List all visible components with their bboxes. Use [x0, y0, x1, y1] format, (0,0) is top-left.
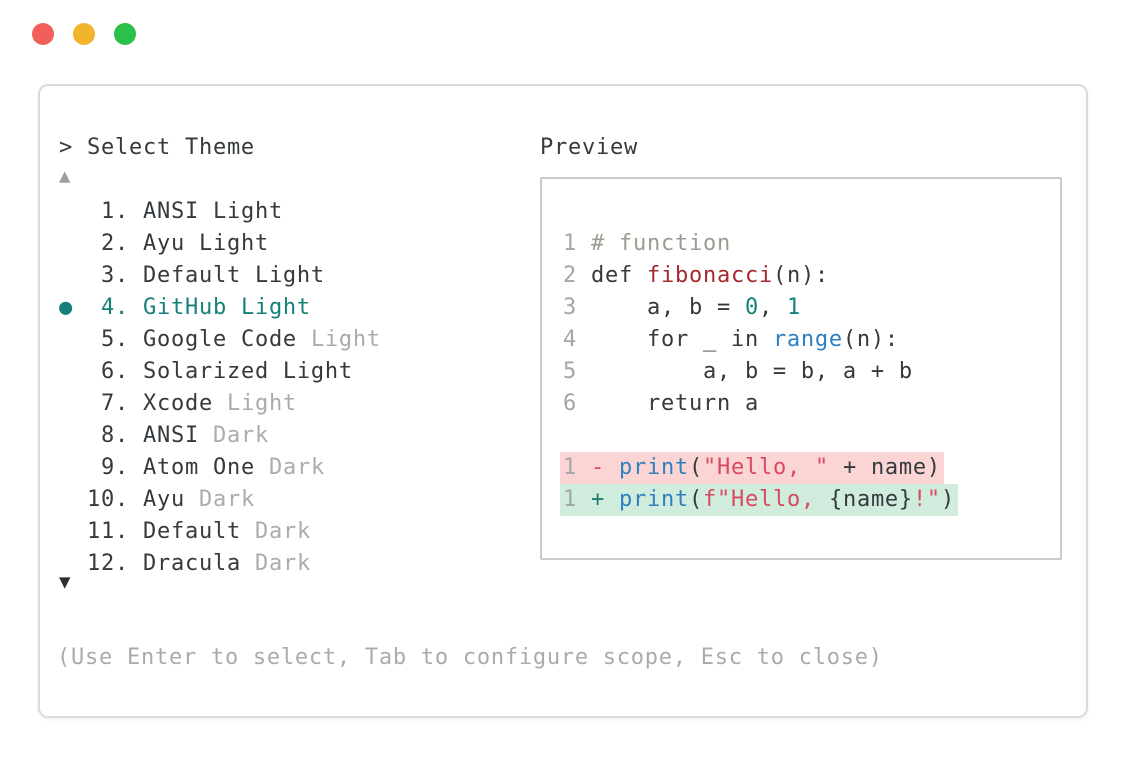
- theme-list-item[interactable]: 10. Ayu Dark: [59, 484, 381, 516]
- theme-name: Atom One: [142, 455, 269, 480]
- theme-list-item[interactable]: 12. Dracula Dark: [59, 548, 381, 580]
- theme-list-item[interactable]: 9. Atom One Dark: [59, 452, 381, 484]
- code-line: [563, 420, 591, 452]
- line-number: 1: [563, 455, 591, 480]
- theme-number: 1.: [87, 199, 143, 224]
- theme-name: Default Light: [142, 263, 325, 288]
- line-number: 3: [563, 295, 591, 320]
- help-hint: (Use Enter to select, Tab to configure s…: [57, 645, 883, 670]
- theme-list-item[interactable]: 8. ANSI Dark: [59, 420, 381, 452]
- code-line: 2 def fibonacci(n):: [563, 263, 829, 288]
- theme-variant: Dark: [212, 423, 269, 448]
- theme-list-item[interactable]: 7. Xcode Light: [59, 388, 381, 420]
- theme-variant: Dark: [198, 487, 255, 512]
- theme-variant: Dark: [268, 455, 325, 480]
- diff-line-add: 1 + print(f"Hello, {name}!"): [560, 484, 958, 516]
- code-line: 3 a, b = 0, 1: [563, 295, 801, 320]
- theme-number: 8.: [87, 423, 143, 448]
- line-number: 4: [563, 327, 591, 352]
- theme-list: 1. ANSI Light 2. Ayu Light 3. Default Li…: [59, 196, 381, 580]
- theme-list-item[interactable]: 11. Default Dark: [59, 516, 381, 548]
- theme-number: 3.: [87, 263, 143, 288]
- line-number: [563, 423, 591, 448]
- selected-indicator: ●: [59, 295, 87, 320]
- line-number: 6: [563, 391, 591, 416]
- theme-name: Dracula: [142, 551, 255, 576]
- line-number: 1: [563, 487, 591, 512]
- theme-name: Ayu: [142, 487, 199, 512]
- close-button[interactable]: [32, 23, 54, 45]
- theme-list-item[interactable]: 1. ANSI Light: [59, 196, 381, 228]
- theme-name: ANSI Light: [142, 199, 283, 224]
- theme-number: 6.: [87, 359, 143, 384]
- theme-variant: Light: [310, 327, 381, 352]
- theme-number: 11.: [87, 519, 143, 544]
- diff-line-del: 1 - print("Hello, " + name): [560, 452, 944, 484]
- preview-pane: 1 # function 2 def fibonacci(n): 3 a, b = …: [540, 177, 1062, 560]
- preview-title: Preview: [540, 135, 638, 160]
- page-title: > Select Theme: [59, 135, 255, 160]
- theme-list-item[interactable]: ● 4. GitHub Light: [59, 292, 381, 324]
- theme-variant: Dark: [254, 551, 311, 576]
- theme-number: 12.: [87, 551, 143, 576]
- theme-list-item[interactable]: 3. Default Light: [59, 260, 381, 292]
- theme-list-item[interactable]: 2. Ayu Light: [59, 228, 381, 260]
- theme-number: 10.: [87, 487, 143, 512]
- theme-number: 4.: [87, 295, 143, 320]
- line-number: 5: [563, 359, 591, 384]
- scroll-down-icon[interactable]: ▼: [59, 571, 71, 593]
- theme-variant: Light: [226, 391, 297, 416]
- theme-name: Ayu Light: [142, 231, 269, 256]
- line-number: 2: [563, 263, 591, 288]
- theme-number: 2.: [87, 231, 143, 256]
- theme-number: 9.: [87, 455, 143, 480]
- scroll-up-icon[interactable]: ▲: [59, 165, 71, 187]
- code-line: 6 return a: [563, 391, 759, 416]
- theme-name: Default: [142, 519, 255, 544]
- theme-list-item[interactable]: 6. Solarized Light: [59, 356, 381, 388]
- theme-name: GitHub Light: [142, 295, 311, 320]
- theme-name: Solarized Light: [142, 359, 353, 384]
- theme-picker-window: > Select Theme Preview ▲ 1. ANSI Light 2…: [38, 84, 1088, 718]
- theme-variant: Dark: [254, 519, 311, 544]
- theme-name: ANSI: [142, 423, 213, 448]
- theme-list-item[interactable]: 5. Google Code Light: [59, 324, 381, 356]
- code-line: 4 for _ in range(n):: [563, 327, 899, 352]
- theme-name: Google Code: [142, 327, 311, 352]
- minimize-button[interactable]: [73, 23, 95, 45]
- theme-number: 7.: [87, 391, 143, 416]
- zoom-button[interactable]: [114, 23, 136, 45]
- window-controls: [32, 23, 136, 45]
- line-number: 1: [563, 231, 591, 256]
- code-block: 1 # function 2 def fibonacci(n): 3 a, b = …: [560, 228, 958, 516]
- theme-name: Xcode: [142, 391, 227, 416]
- code-line: 5 a, b = b, a + b: [563, 359, 913, 384]
- theme-number: 5.: [87, 327, 143, 352]
- code-line: 1 # function: [563, 231, 731, 256]
